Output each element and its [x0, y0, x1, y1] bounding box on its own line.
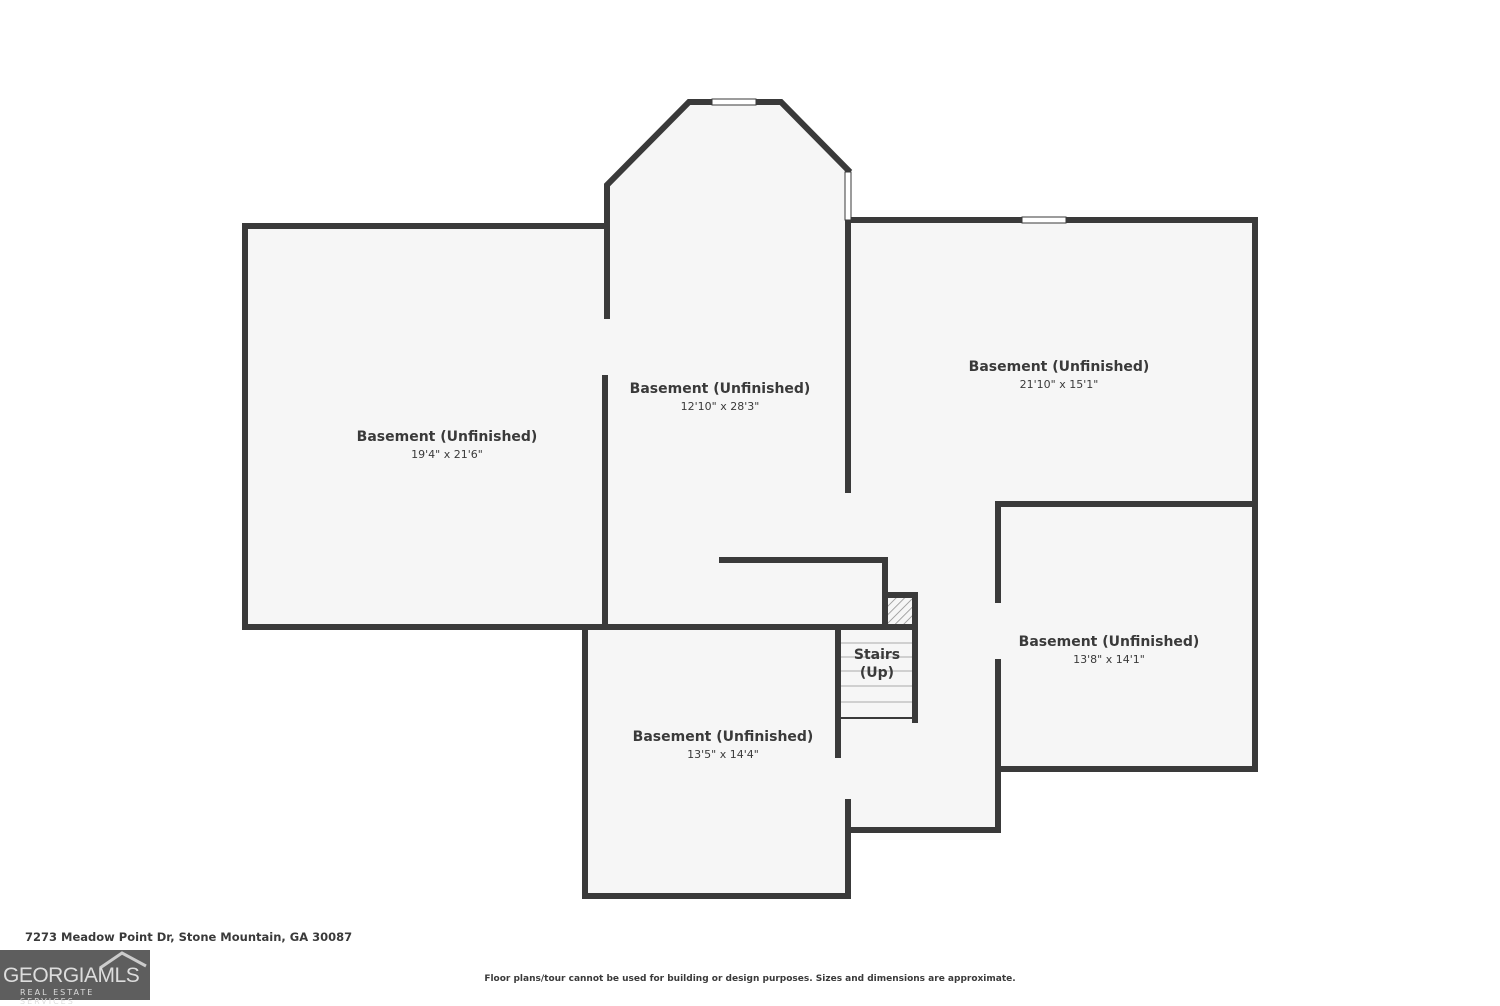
hatched-area: [888, 598, 912, 624]
window: [844, 171, 852, 221]
stairs-label: Stairs(Up): [853, 647, 901, 681]
address: 7273 Meadow Point Dr, Stone Mountain, GA…: [25, 930, 353, 944]
stair-treads: [841, 642, 912, 719]
room-label: Basement (Unfinished)13'8" x 14'1": [1018, 634, 1200, 666]
room-label: Basement (Unfinished)21'10" x 15'1": [968, 359, 1150, 391]
room-label: Basement (Unfinished)12'10" x 28'3": [629, 381, 811, 413]
room-label: Basement (Unfinished)19'4" x 21'6": [356, 429, 538, 461]
window: [711, 98, 757, 106]
window: [1021, 216, 1067, 224]
windows: [711, 98, 1067, 224]
room-label: Basement (Unfinished)13'5" x 14'4": [632, 729, 814, 761]
roof-icon: [99, 951, 147, 970]
floor-fill: [245, 102, 1255, 896]
disclaimer: Floor plans/tour cannot be used for buil…: [484, 974, 1016, 984]
georgia-mls-logo: GEORGIAMLS REAL ESTATE SERVICES: [0, 950, 150, 1006]
